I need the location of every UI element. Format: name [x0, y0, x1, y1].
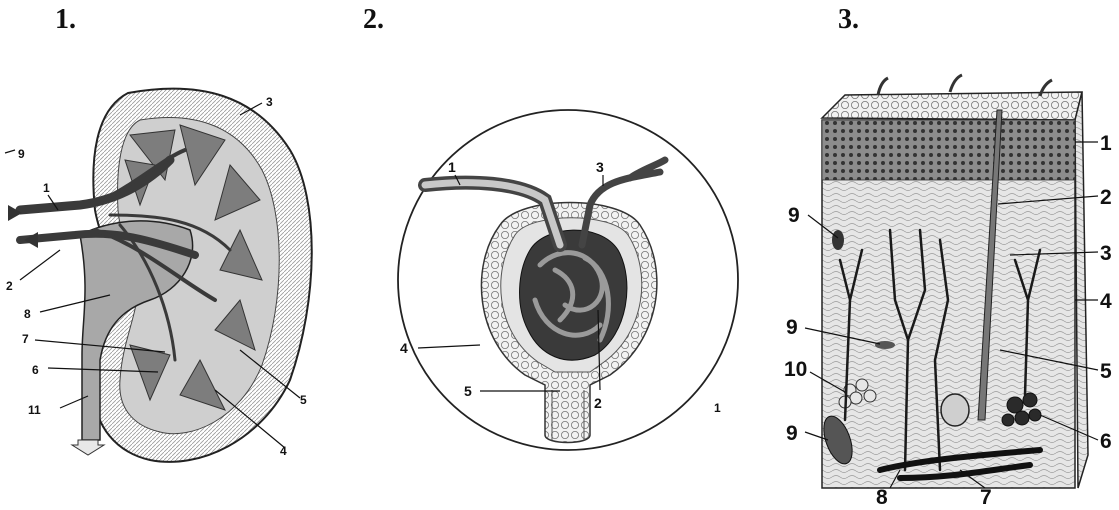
kidney-label-7: 7 — [22, 332, 29, 346]
skin-label-9-bottom: 9 — [786, 422, 798, 445]
skin-label-2: 2 — [1100, 186, 1112, 209]
kidney-label-6: 6 — [32, 363, 39, 377]
skin-label-7: 7 — [980, 486, 992, 509]
kidney-label-2: 2 — [6, 279, 13, 293]
kidney-label-4: 4 — [280, 444, 287, 458]
skin-section: 1 2 3 4 5 6 7 8 9 9 10 9 — [784, 75, 1112, 509]
kidney-label-11: 11 — [28, 403, 41, 417]
hair-bulb — [941, 394, 969, 426]
nephron-label-5: 5 — [464, 383, 472, 399]
kidney-label-8: 8 — [24, 307, 31, 321]
ureter-arrow-icon — [72, 440, 104, 455]
nephron-label-3: 3 — [596, 159, 604, 175]
nephron-label-2: 2 — [594, 395, 602, 411]
stray-label-1: 1 — [714, 401, 721, 415]
skin-label-9-top: 9 — [788, 204, 800, 227]
skin-top-face — [822, 92, 1082, 120]
skin-side-face — [1075, 92, 1088, 488]
skin-label-10: 10 — [784, 358, 807, 381]
kidney-label-3: 3 — [266, 95, 273, 109]
skin-label-8: 8 — [876, 486, 888, 509]
skin-label-3: 3 — [1100, 242, 1112, 265]
meissner-corpuscle — [832, 230, 844, 250]
skin-label-9-middle: 9 — [786, 316, 798, 339]
skin-label-5: 5 — [1100, 360, 1112, 383]
skin-label-1: 1 — [1100, 132, 1112, 155]
nephron-label-1: 1 — [448, 159, 456, 175]
renal-corpuscle: 1 3 4 5 2 1 — [398, 110, 738, 450]
skin-label-4: 4 — [1100, 290, 1112, 313]
epidermis-layer — [822, 120, 1075, 180]
nephron-label-4: 4 — [400, 340, 408, 356]
free-nerve-ending — [875, 341, 895, 349]
kidney-label-5: 5 — [300, 393, 307, 407]
kidney-section: 9 1 2 3 8 7 6 11 5 4 — [5, 89, 312, 462]
skin-label-6: 6 — [1100, 430, 1112, 453]
kidney-label-1: 1 — [43, 181, 50, 195]
vein-out-arrow-icon — [24, 232, 38, 248]
kidney-label-9: 9 — [18, 147, 25, 161]
